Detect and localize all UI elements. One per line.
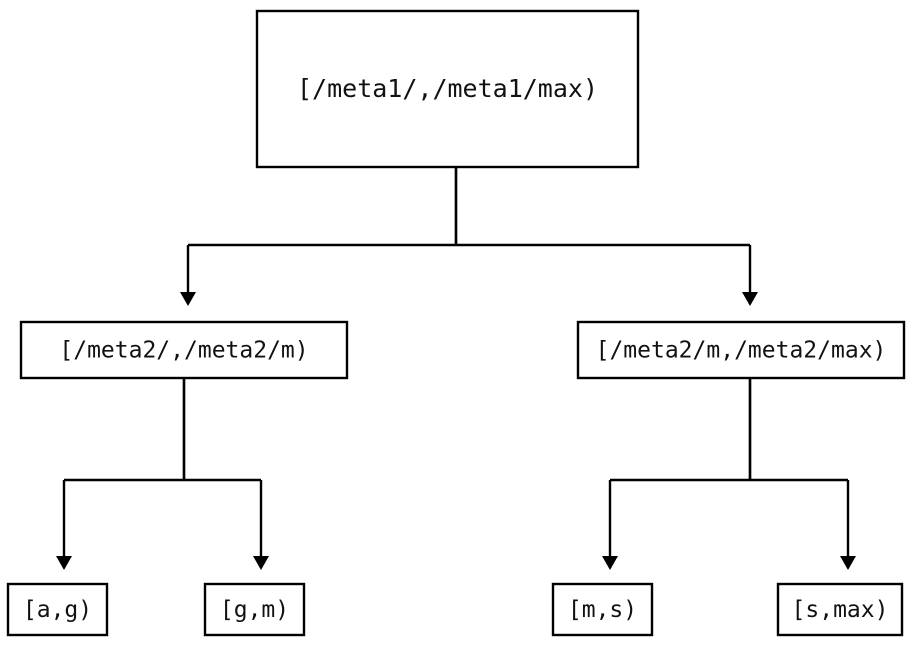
node-box[interactable] — [203, 582, 306, 637]
node-label: [m,s) — [568, 597, 637, 623]
node-label: [s,max) — [792, 597, 889, 623]
node-mid-right[interactable]: [/meta2/m,/meta2/max) — [576, 320, 906, 380]
node-box[interactable] — [19, 320, 349, 380]
node-leaf-m-s[interactable]: [m,s) — [551, 582, 654, 637]
edge-root-mid-left — [180, 167, 458, 306]
node-label: [/meta2/m,/meta2/max) — [596, 338, 887, 364]
node-leaf-g-m[interactable]: [g,m) — [203, 582, 306, 637]
edges-layer — [56, 167, 856, 570]
node-box[interactable] — [776, 582, 904, 637]
edge-arrowhead-icon — [602, 556, 618, 570]
nodes-layer: [/meta1/,/meta1/max) [/meta2/,/meta2/m) [/… — [6, 9, 906, 637]
edge-arrowhead-icon — [56, 556, 72, 570]
edge-arrowhead-icon — [840, 556, 856, 570]
edge-mid-right-leaf-s-max — [748, 378, 856, 570]
node-box[interactable] — [576, 320, 906, 380]
node-leaf-s-max[interactable]: [s,max) — [776, 582, 904, 637]
node-leaf-a-g[interactable]: [a,g) — [6, 582, 109, 637]
node-root[interactable]: [/meta1/,/meta1/max) — [255, 9, 640, 169]
node-label: [g,m) — [220, 597, 289, 623]
edge-mid-left-leaf-g-m — [182, 378, 269, 570]
edge-mid-right-leaf-m-s — [602, 378, 752, 570]
edge-mid-left-leaf-a-g — [56, 378, 186, 570]
node-label: [a,g) — [23, 597, 92, 623]
edge-arrowhead-icon — [253, 556, 269, 570]
edge-arrowhead-icon — [180, 292, 196, 306]
node-box[interactable] — [255, 9, 640, 169]
edge-arrowhead-icon — [742, 292, 758, 306]
node-mid-left[interactable]: [/meta2/,/meta2/m) — [19, 320, 349, 380]
node-label: [/meta1/,/meta1/max) — [297, 74, 598, 103]
node-box[interactable] — [551, 582, 654, 637]
node-box[interactable] — [6, 582, 109, 637]
node-label: [/meta2/,/meta2/m) — [59, 338, 308, 364]
edge-root-mid-right — [454, 167, 758, 306]
